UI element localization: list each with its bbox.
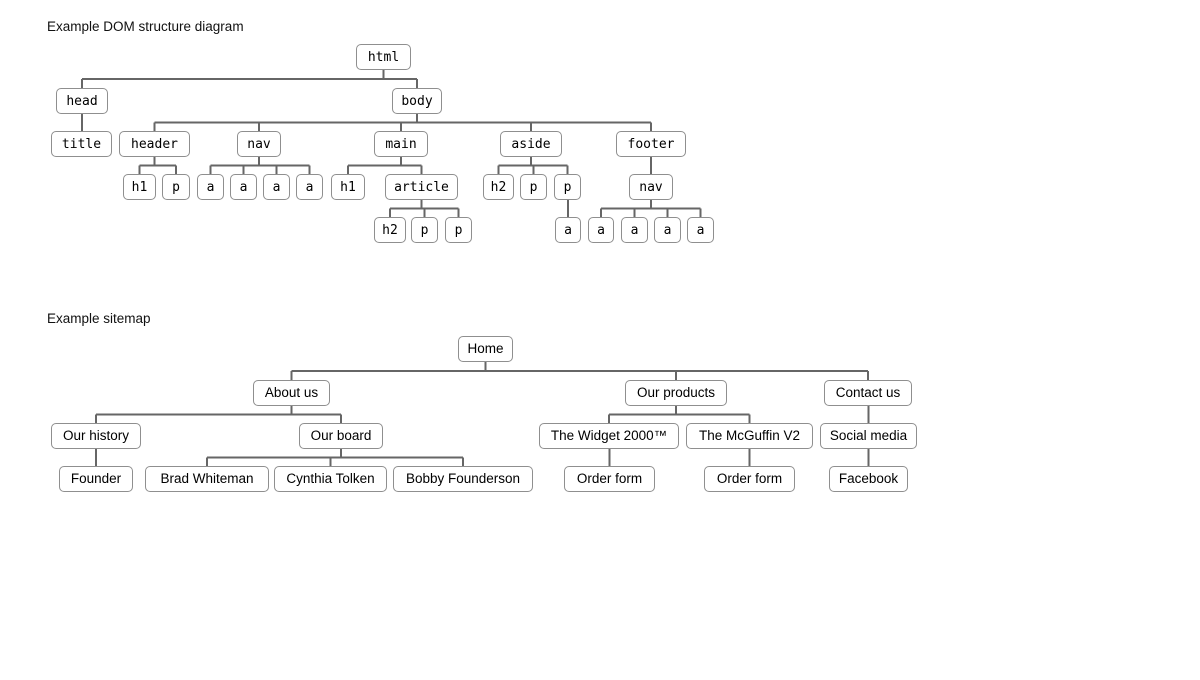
node-nav-a4: a xyxy=(296,174,323,200)
node-widget-order-form: Order form xyxy=(564,466,655,492)
node-body: body xyxy=(392,88,442,114)
node-nav-a2: a xyxy=(230,174,257,200)
node-about-us: About us xyxy=(253,380,330,406)
node-bobby-founderson: Bobby Founderson xyxy=(393,466,533,492)
node-footer-nav: nav xyxy=(629,174,673,200)
node-main-h1: h1 xyxy=(331,174,365,200)
dom-diagram-title: Example DOM structure diagram xyxy=(47,19,244,34)
node-html: html xyxy=(356,44,411,70)
node-title: title xyxy=(51,131,112,157)
node-social-media: Social media xyxy=(820,423,917,449)
node-nav-a3: a xyxy=(263,174,290,200)
node-founder: Founder xyxy=(59,466,133,492)
node-footer: footer xyxy=(616,131,686,157)
node-our-board: Our board xyxy=(299,423,383,449)
node-article-p2: p xyxy=(445,217,472,243)
node-aside-p1: p xyxy=(520,174,547,200)
node-nav: nav xyxy=(237,131,281,157)
node-main: main xyxy=(374,131,428,157)
node-aside-p2: p xyxy=(554,174,581,200)
node-cynthia-tolken: Cynthia Tolken xyxy=(274,466,387,492)
node-nav-a1: a xyxy=(197,174,224,200)
node-our-history: Our history xyxy=(51,423,141,449)
node-header-h1: h1 xyxy=(123,174,156,200)
node-aside-h2: h2 xyxy=(483,174,514,200)
node-aside: aside xyxy=(500,131,562,157)
node-footer-nav-a4: a xyxy=(687,217,714,243)
node-header-p: p xyxy=(162,174,190,200)
node-home: Home xyxy=(458,336,513,362)
node-mcguffin-v2: The McGuffin V2 xyxy=(686,423,813,449)
sitemap-title: Example sitemap xyxy=(47,311,151,326)
node-widget-2000: The Widget 2000™ xyxy=(539,423,679,449)
node-mcguffin-order-form: Order form xyxy=(704,466,795,492)
node-footer-nav-a2: a xyxy=(621,217,648,243)
node-head: head xyxy=(56,88,108,114)
node-footer-nav-a1: a xyxy=(588,217,614,243)
node-footer-nav-a3: a xyxy=(654,217,681,243)
node-brad-whiteman: Brad Whiteman xyxy=(145,466,269,492)
node-article: article xyxy=(385,174,458,200)
node-aside-p2-a: a xyxy=(555,217,581,243)
node-article-p1: p xyxy=(411,217,438,243)
node-facebook: Facebook xyxy=(829,466,908,492)
node-our-products: Our products xyxy=(625,380,727,406)
node-contact-us: Contact us xyxy=(824,380,912,406)
node-header: header xyxy=(119,131,190,157)
node-article-h2: h2 xyxy=(374,217,406,243)
